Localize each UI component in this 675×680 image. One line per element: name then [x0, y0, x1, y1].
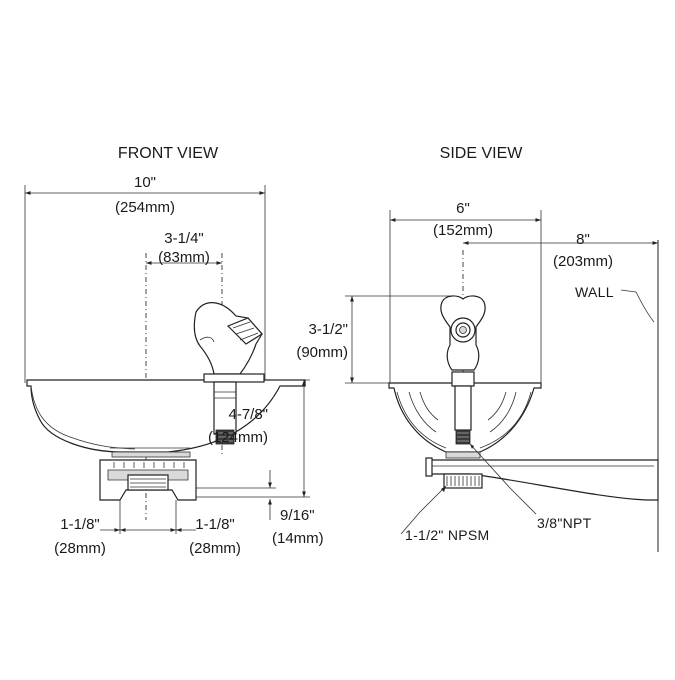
connection-callouts: 1-1/2" NPSM 3/8"NPT	[400, 443, 592, 543]
drain-left-imperial: 1-1/8"	[60, 516, 100, 533]
bubbler-offset-metric: (83mm)	[158, 249, 210, 266]
front-drain	[99, 451, 197, 534]
side-bubbler	[440, 295, 486, 445]
wall-label: WALL	[575, 284, 614, 300]
bowl-depth-dimension: 4-7/8" (124mm)	[196, 379, 310, 498]
supply-connection-label: 3/8"NPT	[537, 515, 592, 531]
overall-width-dimension: 10" (254mm)	[24, 174, 266, 383]
bowl-depth-metric: (124mm)	[208, 429, 268, 446]
drain-height-metric: (14mm)	[272, 530, 324, 547]
drain-right-metric: (28mm)	[189, 540, 241, 557]
drain-offset-dimensions: 1-1/8" (28mm) 1-1/8" (28mm)	[54, 516, 241, 557]
bowl-width-imperial: 6"	[456, 200, 470, 217]
drain-connection-label: 1-1/2" NPSM	[405, 527, 490, 543]
wall-projection-imperial: 8"	[576, 231, 590, 248]
drain-height-dimension: 9/16" (14mm)	[196, 470, 324, 547]
wall-projection-dimension: 8" (203mm)	[463, 231, 658, 270]
bubbler-height-imperial: 3-1/2"	[308, 321, 348, 338]
wall: WALL	[575, 240, 659, 552]
bubbler-height-dimension: 3-1/2" (90mm)	[296, 295, 452, 384]
front-bubbler	[193, 302, 265, 445]
front-view: FRONT VIEW 10" (254mm) 3-1/4" (83mm)	[24, 145, 324, 557]
bubbler-offset-dimension: 3-1/4" (83mm)	[145, 230, 223, 520]
bowl-depth-imperial: 4-7/8"	[228, 406, 268, 423]
side-view: SIDE VIEW 6" (152mm) 8" (203mm) WALL 3-1…	[296, 145, 659, 552]
overall-width-imperial: 10"	[134, 174, 156, 191]
bubbler-offset-imperial: 3-1/4"	[164, 230, 204, 247]
front-view-title: FRONT VIEW	[118, 145, 219, 162]
drain-left-metric: (28mm)	[54, 540, 106, 557]
wall-projection-metric: (203mm)	[553, 253, 613, 270]
bubbler-height-metric: (90mm)	[296, 344, 348, 361]
side-view-title: SIDE VIEW	[440, 145, 524, 162]
overall-width-metric: (254mm)	[115, 199, 175, 216]
bowl-width-dimension: 6" (152mm)	[389, 200, 542, 385]
bowl-width-metric: (152mm)	[433, 222, 493, 239]
drain-height-imperial: 9/16"	[280, 507, 315, 524]
side-drain	[443, 451, 483, 489]
drain-right-imperial: 1-1/8"	[195, 516, 235, 533]
